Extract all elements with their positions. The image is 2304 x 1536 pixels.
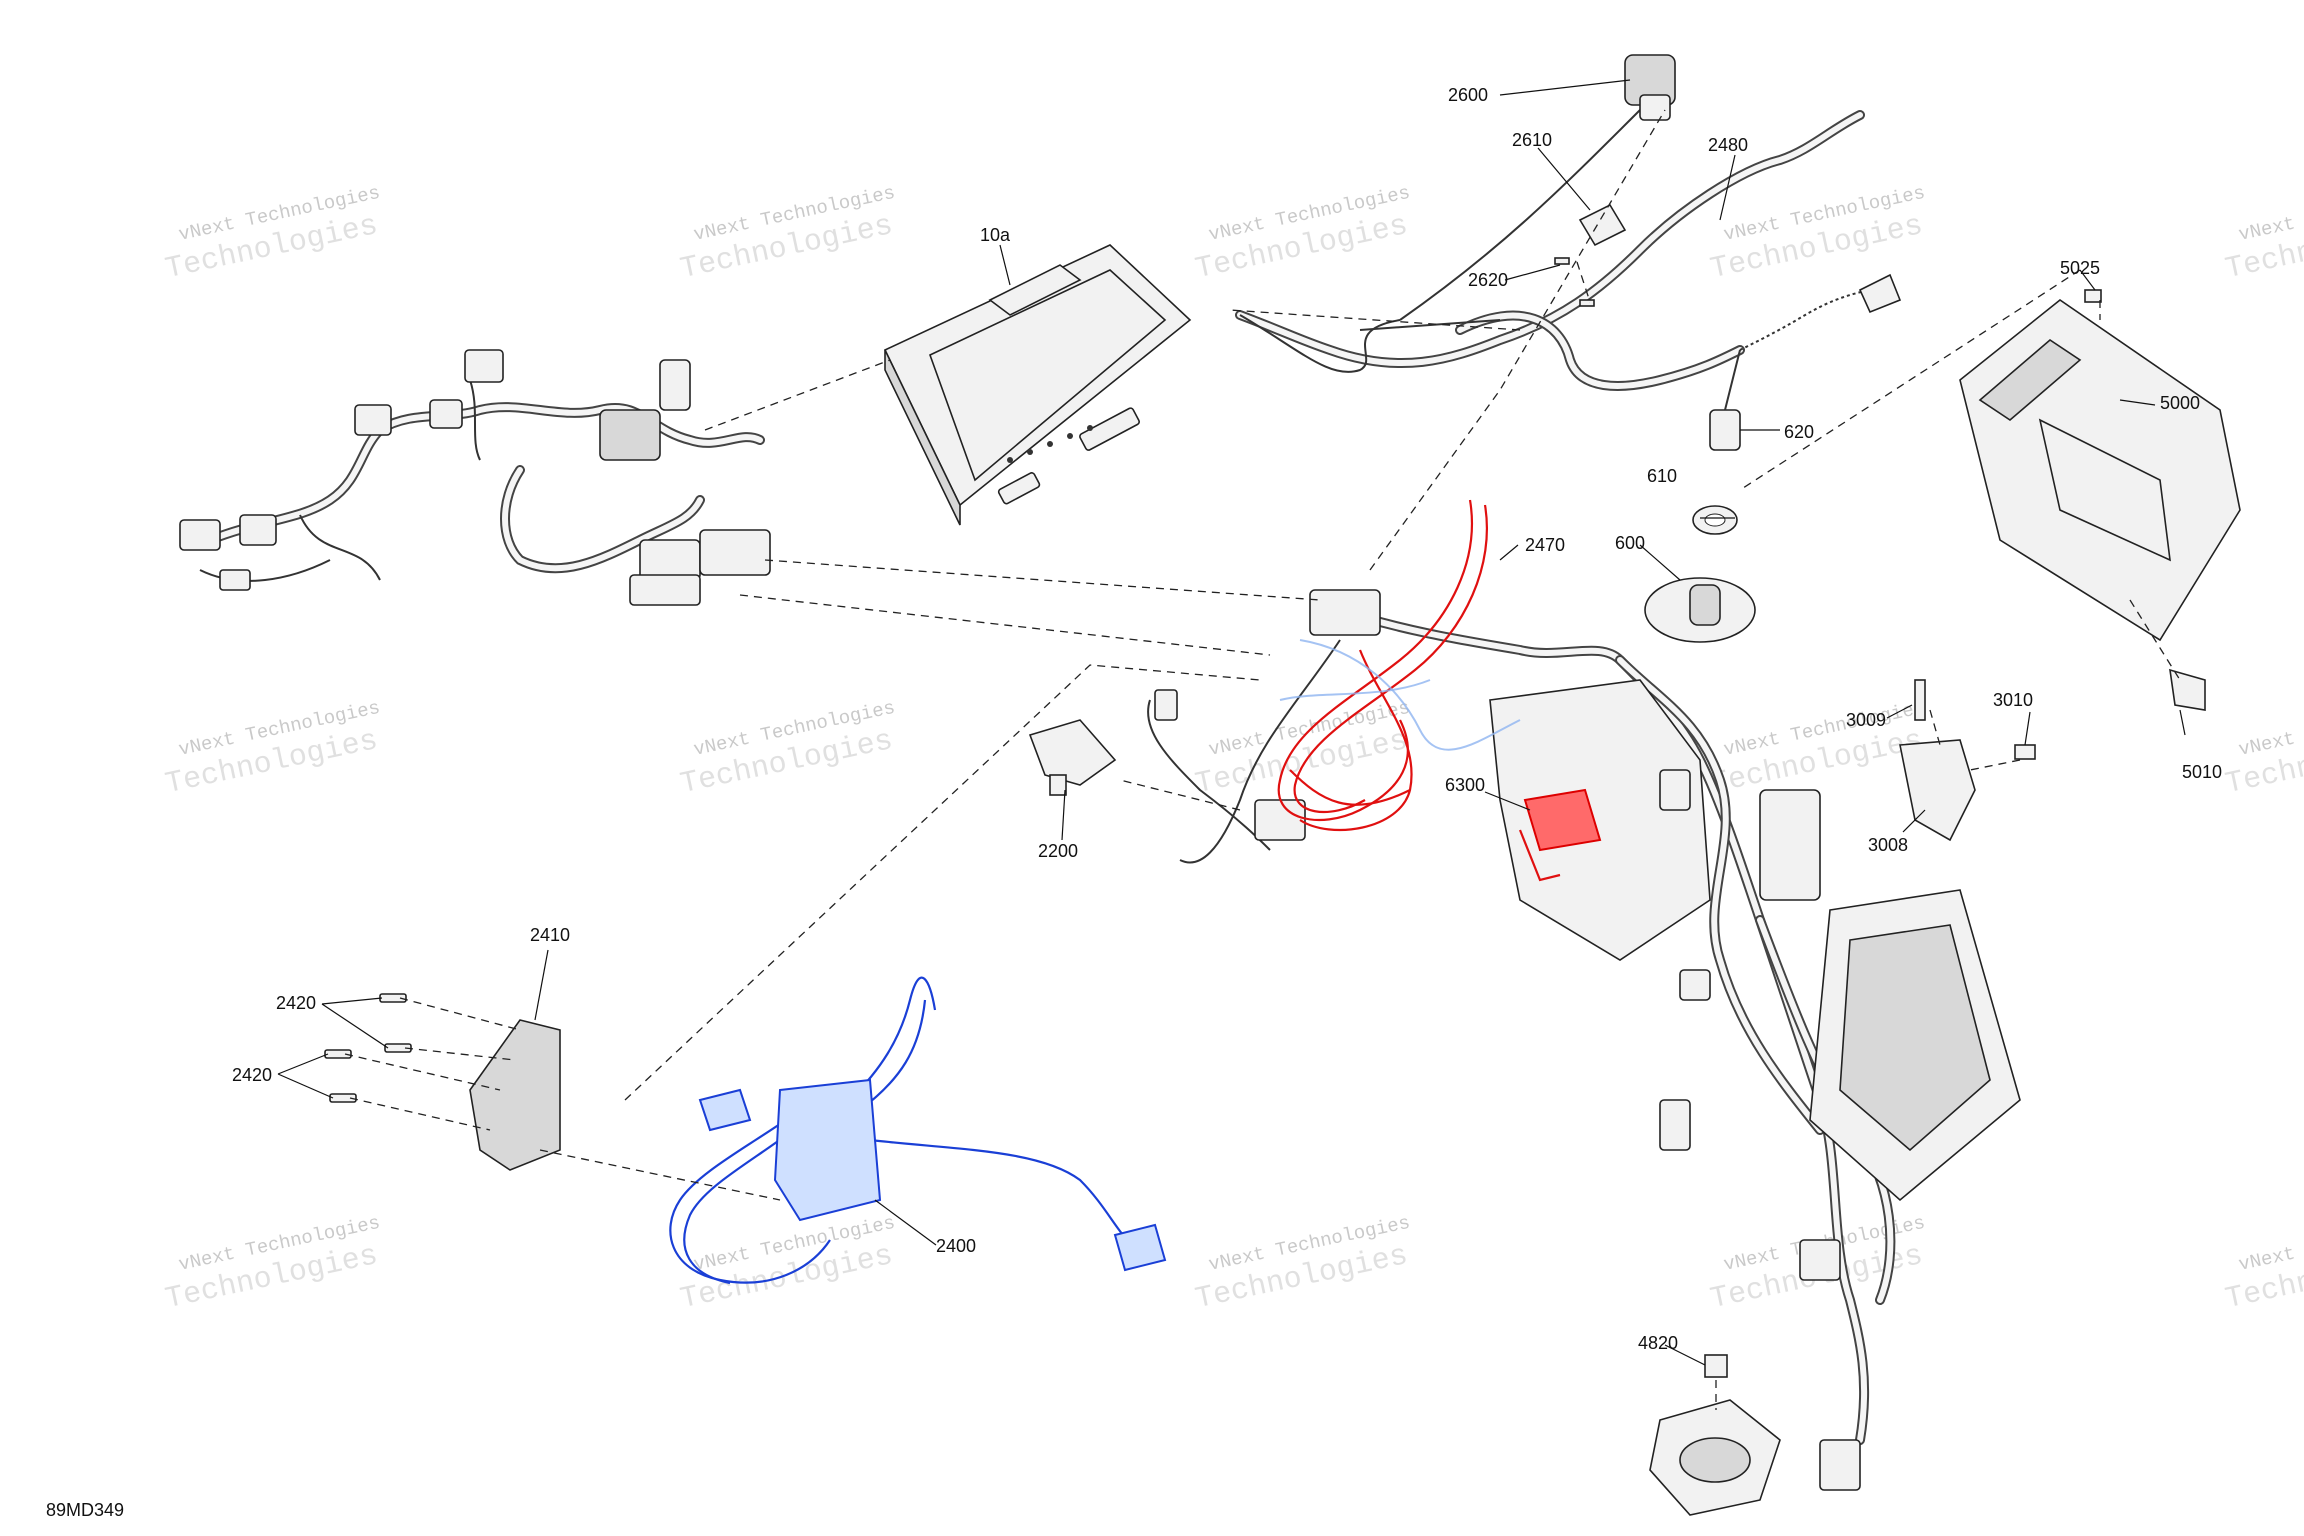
callout-4820: 4820 [1638,1333,1678,1353]
callout-3009: 3009 [1846,710,1886,730]
callout-2480: 2480 [1708,135,1748,155]
handlebar-harness-2480 [1235,54,1902,643]
callout-610: 610 [1647,466,1677,486]
callout-2610: 2610 [1512,130,1552,150]
callout-2420-upper: 2420 [276,993,316,1013]
callout-2410: 2410 [530,925,570,945]
relay-6300-highlight [1518,788,1602,882]
callout-labels: 10a 2600 2610 2480 2620 620 5025 5000 61… [232,85,2222,1353]
diagram-id: 89MD349 [46,1500,124,1520]
callout-2620: 2620 [1468,270,1508,290]
instrument-cluster-10a [883,244,1192,526]
callout-5025: 5025 [2060,258,2100,278]
solenoid-relay [1649,1354,1781,1516]
switch-harness-2400-highlight [669,976,1167,1285]
watermark-text: vNext Technologies [2237,182,2304,246]
watermark-text: vNext Technologies [2237,697,2304,761]
callout-620: 620 [1784,422,1814,442]
callout-600: 600 [1615,533,1645,553]
callout-5010: 5010 [2182,762,2222,782]
callout-2470: 2470 [1525,535,1565,555]
callout-2600: 2600 [1448,85,1488,105]
callout-2200: 2200 [1038,841,1078,861]
callout-5000: 5000 [2160,393,2200,413]
switch-cover-2410 [324,993,561,1171]
assembly-lines [344,109,2181,1410]
callout-3008: 3008 [1868,835,1908,855]
watermark-text: vNext Technologies [2237,1212,2304,1276]
main-harness [1028,589,2021,1491]
instrument-sub-harness [179,349,771,606]
callout-2420-lower: 2420 [232,1065,272,1085]
callout-6300: 6300 [1445,775,1485,795]
callout-3010: 3010 [1993,690,2033,710]
leader-lines [277,79,2186,1366]
bracket-3008 [1899,679,2036,842]
callout-10a: 10a [980,225,1011,245]
module-5000 [1959,289,2241,711]
callout-2400: 2400 [936,1236,976,1256]
harness-2470-highlight [1277,499,1521,832]
